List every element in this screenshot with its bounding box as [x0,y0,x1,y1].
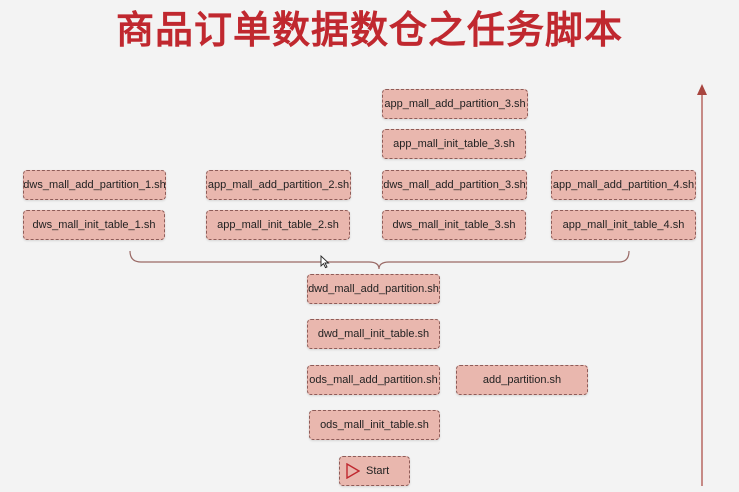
app-mall-add-partition-4-box[interactable]: app_mall_add_partition_4.sh [551,170,696,200]
page-title: 商品订单数据数仓之任务脚本 [115,8,623,52]
dws-mall-add-partition-3-box[interactable]: dws_mall_add_partition_3.sh [382,170,527,200]
start-box[interactable]: Start [339,456,410,486]
dws-mall-init-table-3-box[interactable]: dws_mall_init_table_3.sh [382,210,526,240]
app-mall-init-table-4-box[interactable]: app_mall_init_table_4.sh [551,210,696,240]
add-partition-box[interactable]: add_partition.sh [456,365,588,395]
start-label: Start [366,465,390,477]
app-mall-add-partition-2-box[interactable]: app_mall_add_partition_2.sh [206,170,351,200]
app-mall-init-table-2-box[interactable]: app_mall_init_table_2.sh [206,210,350,240]
mouse-cursor-icon [320,255,330,269]
dws-mall-add-partition-1-box[interactable]: dws_mall_add_partition_1.sh [23,170,166,200]
dwd-mall-add-partition-box[interactable]: dwd_mall_add_partition.sh [307,274,440,304]
app-mall-add-partition-3-box[interactable]: app_mall_add_partition_3.sh [382,89,528,119]
ods-mall-add-partition-box[interactable]: ods_mall_add_partition.sh [307,365,440,395]
dws-mall-init-table-1-box[interactable]: dws_mall_init_table_1.sh [23,210,165,240]
play-icon [346,463,360,479]
app-mall-init-table-3-box[interactable]: app_mall_init_table_3.sh [382,129,526,159]
ods-mall-init-table-box[interactable]: ods_mall_init_table.sh [309,410,440,440]
dwd-mall-init-table-box[interactable]: dwd_mall_init_table.sh [307,319,440,349]
